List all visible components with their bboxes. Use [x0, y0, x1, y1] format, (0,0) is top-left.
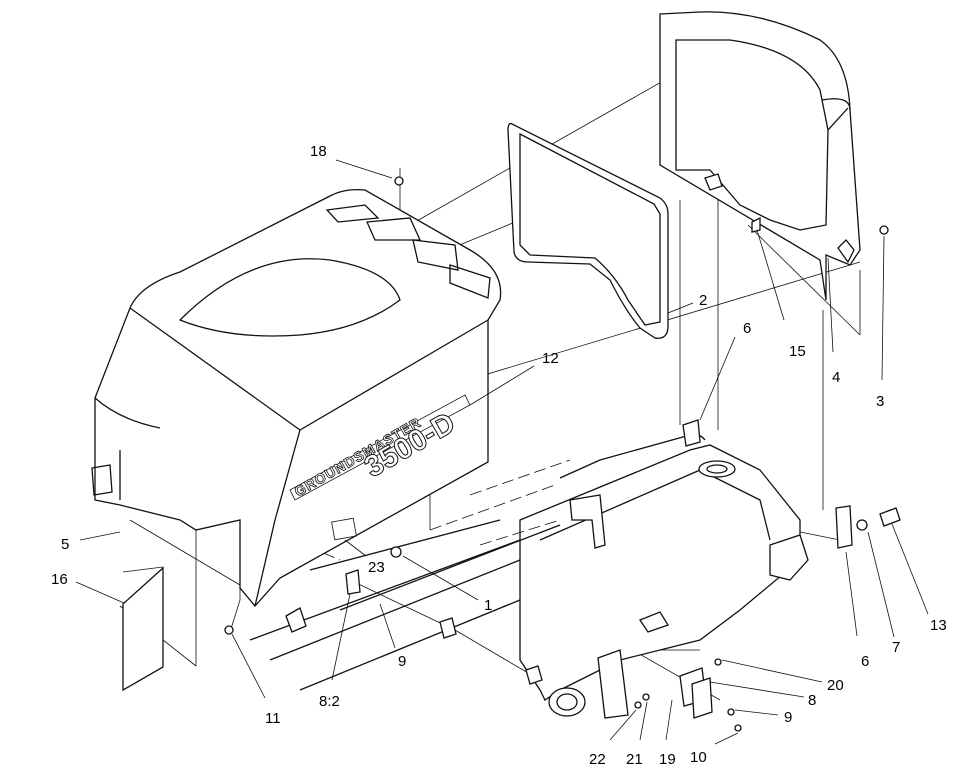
callout-12: 12 — [542, 350, 559, 367]
screw-9b — [727, 708, 735, 716]
callout-3: 3 — [876, 393, 884, 410]
callouts: 18 2 6 15 4 3 12 5 16 23 1 11 8:2 9 6 7 … — [51, 143, 947, 768]
callout-6-bottom: 6 — [861, 653, 869, 670]
callout-16: 16 — [51, 571, 68, 588]
chassis-frame — [249, 419, 809, 719]
callout-6-top: 6 — [743, 320, 751, 337]
nut-10 — [734, 724, 742, 732]
vent-3 — [412, 239, 459, 271]
nut-22 — [634, 701, 642, 709]
callout-21: 21 — [626, 751, 643, 768]
rear-screen-frame — [659, 11, 861, 301]
leader-lines — [75, 159, 929, 745]
callout-2: 2 — [699, 292, 707, 309]
callout-4: 4 — [832, 369, 840, 386]
gasket-seal — [507, 122, 669, 339]
callout-8: 8 — [808, 692, 816, 709]
callout-7: 7 — [892, 639, 900, 656]
washer-21 — [642, 693, 650, 701]
callout-20: 20 — [827, 677, 844, 694]
hardware — [224, 176, 901, 732]
callout-11: 11 — [265, 710, 281, 727]
callout-18: 18 — [310, 143, 327, 160]
callout-19: 19 — [659, 751, 676, 768]
bracket-6 — [835, 505, 853, 549]
washer-7 — [856, 519, 868, 531]
callout-15: 15 — [789, 343, 806, 360]
hood — [91, 188, 502, 607]
callout-23: 23 — [368, 559, 385, 576]
vent-2 — [366, 217, 422, 241]
callout-8-2: 8:2 — [319, 693, 340, 710]
callout-5: 5 — [61, 536, 69, 553]
callout-13: 13 — [930, 617, 947, 634]
callout-22: 22 — [589, 751, 606, 768]
fastener-18 — [394, 176, 404, 186]
decal-16 — [122, 566, 164, 692]
vent-1 — [325, 204, 380, 223]
callout-9-left: 9 — [398, 653, 406, 670]
bolt-13 — [879, 507, 901, 527]
screw-20 — [714, 658, 722, 666]
callout-9-right: 9 — [784, 709, 792, 726]
bracket-8 — [691, 677, 713, 719]
vent-4 — [449, 264, 491, 299]
clip-15 — [751, 216, 761, 233]
callout-1: 1 — [484, 597, 492, 614]
callout-10: 10 — [690, 749, 707, 766]
nut-11 — [224, 625, 234, 635]
nut-1 — [390, 546, 402, 558]
nut-3 — [879, 225, 889, 235]
